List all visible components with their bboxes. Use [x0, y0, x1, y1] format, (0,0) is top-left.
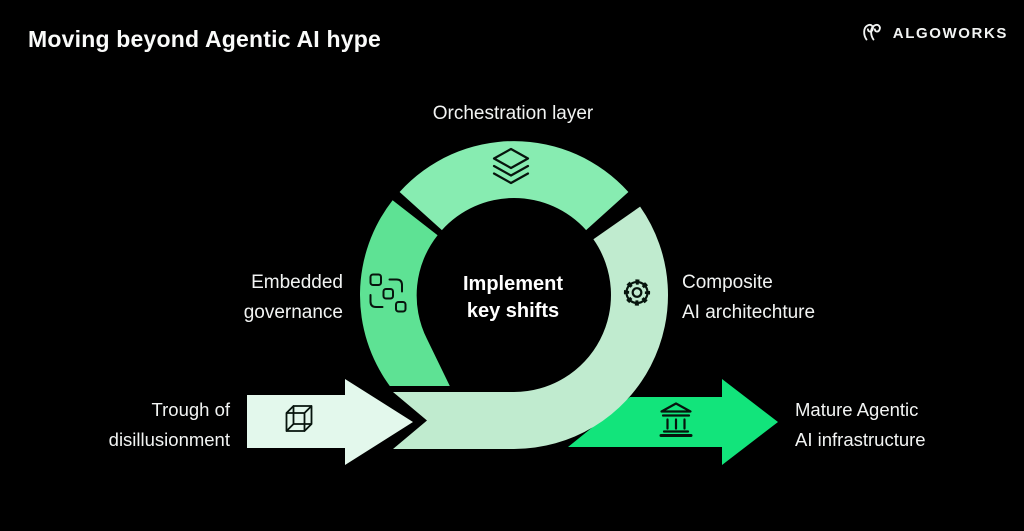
label-mature-line2: AI infrastructure: [795, 428, 926, 450]
label-composite-ai-line1: Composite: [682, 272, 773, 293]
label-implement-key-shifts: Implement key shifts: [463, 271, 563, 325]
label-composite-ai: Composite AI architechture: [682, 268, 815, 328]
label-mature-agentic-ai: Mature Agentic AI infrastructure: [795, 395, 926, 454]
label-trough-line1: Trough of: [151, 399, 231, 420]
label-composite-ai-line2: AI architechture: [682, 302, 816, 323]
label-mature-line1: Mature Agentic: [795, 399, 919, 420]
loop-band-right-segment: [393, 206, 668, 449]
bank-icon: [659, 402, 693, 437]
label-trough-line2: disillusionment: [108, 428, 230, 450]
flow-out-arrow: [568, 379, 778, 465]
layers-icon: [492, 147, 530, 185]
label-embedded-governance-line2: governance: [243, 302, 343, 323]
workflow-icon: [369, 273, 407, 313]
label-implement-line1: Implement: [462, 273, 564, 295]
logo-wordmark: ALGOWORKS: [892, 24, 1008, 42]
algoworks-squiggle-icon: [860, 20, 886, 46]
label-embedded-governance: Embedded governance: [163, 268, 343, 328]
ring-segment-top: [399, 141, 629, 231]
cube-icon: [285, 405, 313, 432]
label-trough-of-disillusionment: Trough of disillusionment: [50, 395, 230, 454]
logo: ALGOWORKS: [860, 20, 1008, 46]
ring-segment-left: [360, 200, 450, 386]
gear-icon: [623, 279, 651, 306]
page-title: Moving beyond Agentic AI hype: [28, 26, 381, 52]
label-orchestration-layer: Orchestration layer: [432, 103, 594, 124]
label-embedded-governance-line1: Embedded: [251, 272, 343, 293]
label-implement-line2: key shifts: [466, 300, 560, 322]
flow-in-arrow: [247, 379, 413, 465]
